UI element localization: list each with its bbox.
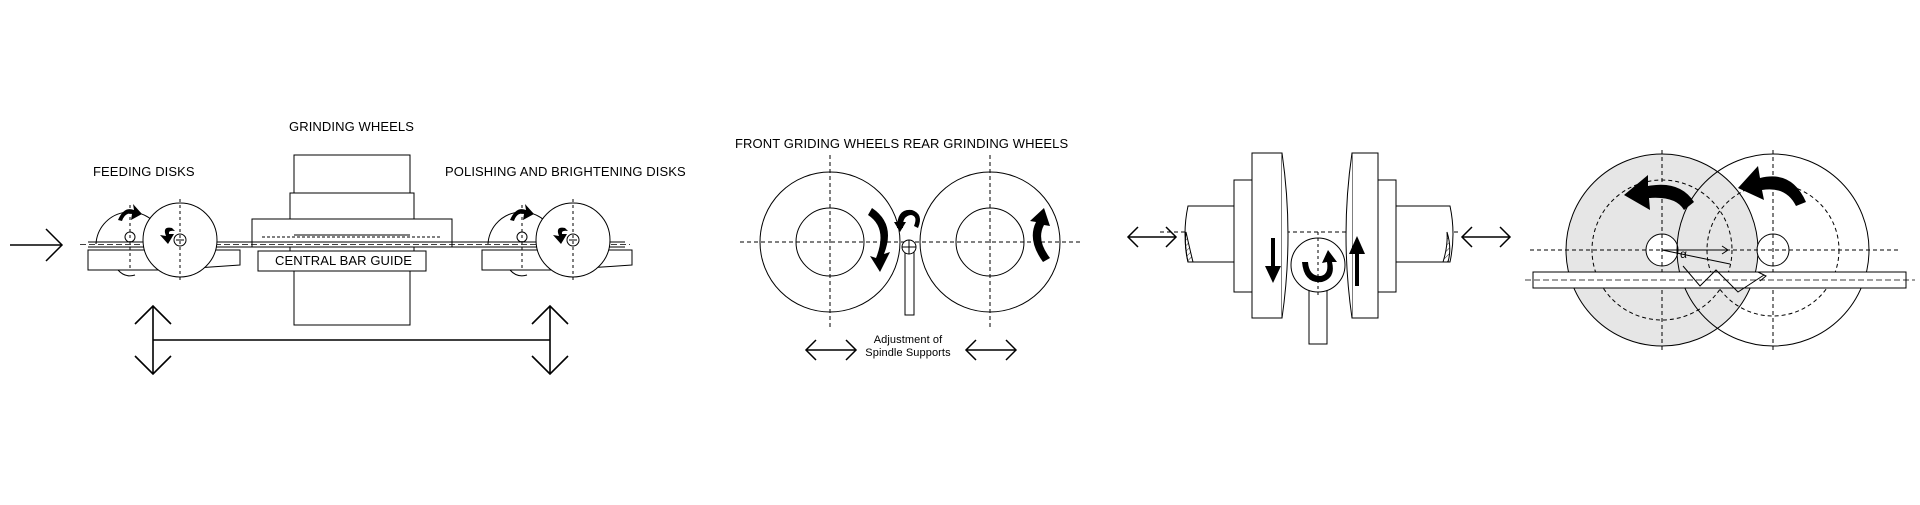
- wheel-rotation-icons: [868, 208, 1050, 272]
- front-grinding-wheel: [759, 171, 901, 313]
- label-adjustment-line1: Adjustment of: [873, 334, 943, 346]
- section-motion-icons: [1265, 236, 1365, 286]
- panel-2-wheels-front-view: [740, 155, 1080, 361]
- rear-grinding-wheel: [919, 171, 1061, 313]
- panel-1-side-view: [10, 154, 633, 376]
- grinding-wheels-block: [251, 154, 453, 326]
- wheel-rotation-icons: [1624, 166, 1806, 210]
- panel-3-spindle-section: [1126, 152, 1512, 345]
- spindle-travel-arrows: [1126, 226, 1512, 248]
- left-spindle: [1184, 152, 1289, 319]
- label-feeding-disks: FEEDING DISKS: [93, 164, 195, 179]
- label-grinding-wheels: GRINDING WHEELS: [289, 119, 415, 134]
- label-alpha: α: [1680, 247, 1688, 261]
- label-central-bar-guide: CENTRAL BAR GUIDE: [275, 253, 413, 268]
- workpiece-rod: [1525, 271, 1915, 289]
- workpiece-support: [901, 239, 917, 316]
- panel-4-angle-view: [1525, 150, 1915, 350]
- right-spindle: [1345, 152, 1454, 319]
- label-front-rear-wheels: FRONT GRIDING WHEELS REAR GRINDING WHEEL…: [735, 136, 1069, 151]
- spindle-adjustment-arrows: [804, 339, 1018, 361]
- workpiece-section: [1290, 232, 1346, 345]
- label-polishing-disks: POLISHING AND BRIGHTENING DISKS: [445, 164, 686, 179]
- rotation-arrow-icons: [118, 204, 568, 244]
- adjustment-range-arrow: [134, 304, 569, 376]
- label-adjustment-line2: Spindle Supports: [865, 347, 951, 359]
- feed-direction-arrow: [10, 228, 64, 262]
- angle-construction: [1661, 245, 1767, 293]
- central-bar-guide: [257, 250, 427, 272]
- feeding-disk-front: [142, 199, 218, 281]
- polishing-disk-front: [535, 199, 611, 281]
